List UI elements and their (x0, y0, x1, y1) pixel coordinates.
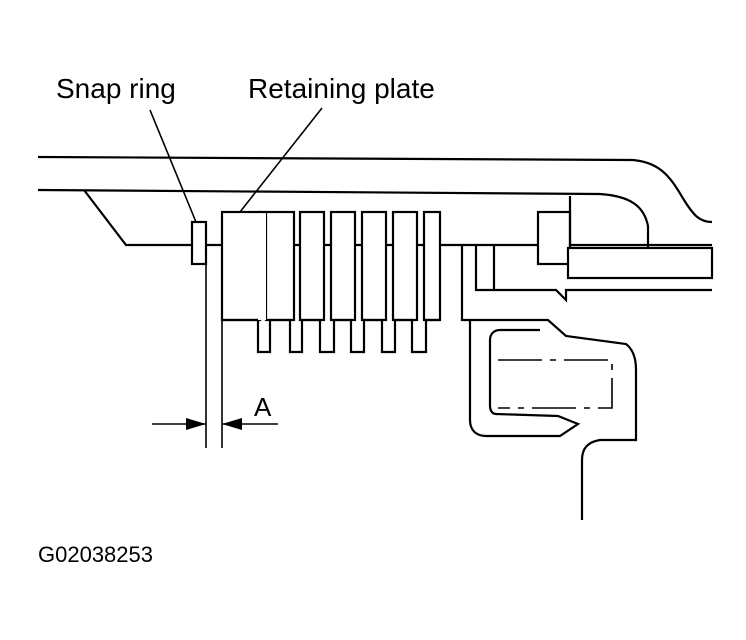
piston-body (460, 245, 638, 520)
clutch-plate (329, 210, 357, 322)
dimension-arrow-right (222, 418, 242, 430)
retaining-plate-leader (239, 107, 323, 213)
clearance-label: A (254, 392, 272, 422)
retaining-plate-label: Retaining plate (248, 73, 435, 104)
clutch-plate (422, 210, 442, 322)
hub-block (566, 246, 714, 280)
snap-ring-leader (149, 109, 197, 223)
snap-ring (190, 220, 208, 266)
clutch-plate (264, 210, 296, 322)
snap-ring-label: Snap ring (56, 73, 176, 104)
friction-plates (222, 318, 440, 354)
drum-left-chamfer (83, 189, 192, 247)
piston-seal-block (536, 210, 572, 266)
clutch-plate (360, 210, 388, 322)
piston-inner (474, 245, 712, 303)
figure-id-label: G02038253 (38, 542, 153, 567)
piston-bore (468, 320, 581, 438)
drum-outer-line (37, 155, 713, 224)
clutch-plate (391, 210, 419, 322)
return-spring (498, 359, 613, 409)
clutch-plate (298, 210, 326, 322)
retaining-plate (220, 210, 262, 322)
dimension-arrow-left (186, 418, 206, 430)
drum-inner-line (37, 188, 650, 248)
